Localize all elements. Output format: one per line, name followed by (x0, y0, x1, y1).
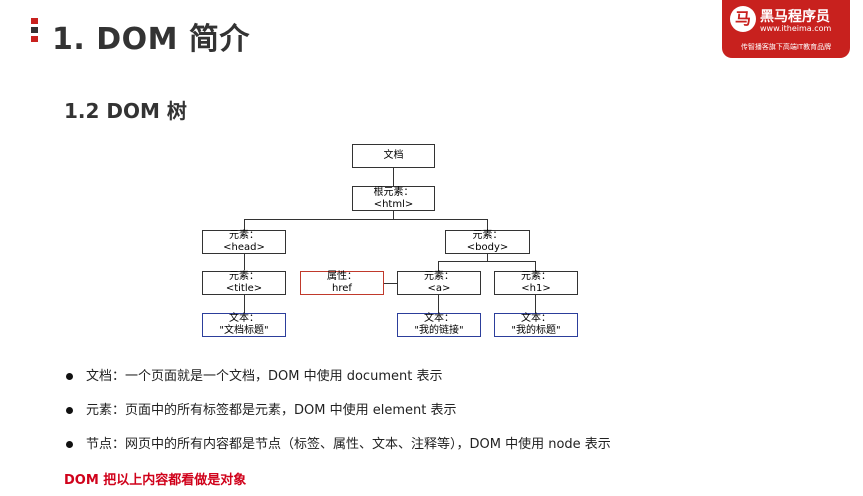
node-label: 文本： (424, 313, 454, 324)
connector-line (244, 253, 245, 270)
list-item: 节点：网页中的所有内容都是节点（标签、属性、文本、注释等），DOM 中使用 no… (64, 436, 611, 470)
definition-list: 文档：一个页面就是一个文档，DOM 中使用 document 表示 元素：页面中… (64, 368, 611, 470)
connector-line (487, 219, 488, 230)
connector-line (393, 168, 394, 186)
connector-line (383, 283, 397, 284)
highlight-note: DOM 把以上内容都看做是对象 (64, 473, 247, 488)
title-mark (31, 27, 38, 33)
node-text-h1: 文本： "我的标题" (494, 313, 578, 337)
node-value: <a> (427, 283, 451, 294)
connector-line (535, 261, 536, 271)
connector-line (438, 261, 536, 262)
logo-brand: 黑马程序员 (760, 9, 830, 25)
node-value: <head> (223, 242, 265, 253)
bullet-dot-icon (66, 441, 73, 448)
node-head: 元素： <head> (202, 230, 286, 254)
connector-line (438, 294, 439, 313)
node-label: 文本： (521, 313, 551, 324)
node-document: 文档 (352, 144, 435, 168)
bullet-dot-icon (66, 373, 73, 380)
connector-line (438, 261, 439, 271)
connector-line (244, 219, 245, 230)
list-item: 文档：一个页面就是一个文档，DOM 中使用 document 表示 (64, 368, 611, 402)
node-body: 元素： <body> (445, 230, 530, 254)
section-title: 1.2 DOM 树 (64, 99, 187, 123)
brand-logo: 马 黑马程序员 www.itheima.com 传智播客旗下高端IT教育品牌 (722, 0, 850, 58)
node-title: 元素： <title> (202, 271, 286, 295)
horse-logo-icon: 马 (730, 6, 756, 32)
connector-line (535, 294, 536, 313)
node-value: <h1> (521, 283, 551, 294)
node-label: 文档 (383, 150, 404, 161)
node-h1: 元素： <h1> (494, 271, 578, 295)
node-a: 元素： <a> (397, 271, 481, 295)
node-value: href (332, 283, 352, 294)
node-attribute-href: 属性： href (300, 271, 384, 295)
node-value: "我的链接" (414, 325, 464, 336)
list-item-text: 元素：页面中的所有标签都是元素，DOM 中使用 element 表示 (86, 403, 457, 418)
list-item: 元素：页面中的所有标签都是元素，DOM 中使用 element 表示 (64, 402, 611, 436)
connector-line (244, 294, 245, 313)
node-label: 元素： (472, 230, 503, 241)
node-value: "我的标题" (511, 325, 561, 336)
node-value: "文档标题" (219, 325, 269, 336)
node-label: 属性： (327, 271, 357, 282)
logo-slogan: 传智播客旗下高端IT教育品牌 (740, 43, 832, 51)
node-label: 元素： (229, 271, 259, 282)
node-value: <title> (225, 283, 263, 294)
node-label: 元素： (424, 271, 454, 282)
list-item-text: 节点：网页中的所有内容都是节点（标签、属性、文本、注释等），DOM 中使用 no… (86, 437, 611, 452)
logo-url: www.itheima.com (760, 24, 832, 33)
connector-line (487, 253, 488, 261)
title-marks (31, 18, 39, 45)
title-mark (31, 36, 38, 42)
list-item-text: 文档：一个页面就是一个文档，DOM 中使用 document 表示 (86, 369, 443, 384)
node-label: 元素： (229, 230, 259, 241)
bullet-dot-icon (66, 407, 73, 414)
connector-line (393, 210, 394, 220)
node-label: 根元素： (373, 186, 414, 198)
page-title: 1. DOM 简介 (52, 22, 250, 57)
node-label: 元素： (521, 271, 551, 282)
node-value: <body> (466, 242, 509, 253)
node-text-title: 文本： "文档标题" (202, 313, 286, 337)
title-mark (31, 18, 38, 24)
connector-line (244, 219, 488, 220)
node-value: <html> (373, 198, 414, 210)
node-root-element: 根元素： <html> (352, 186, 435, 211)
node-text-link: 文本： "我的链接" (397, 313, 481, 337)
node-label: 文本： (229, 313, 259, 324)
